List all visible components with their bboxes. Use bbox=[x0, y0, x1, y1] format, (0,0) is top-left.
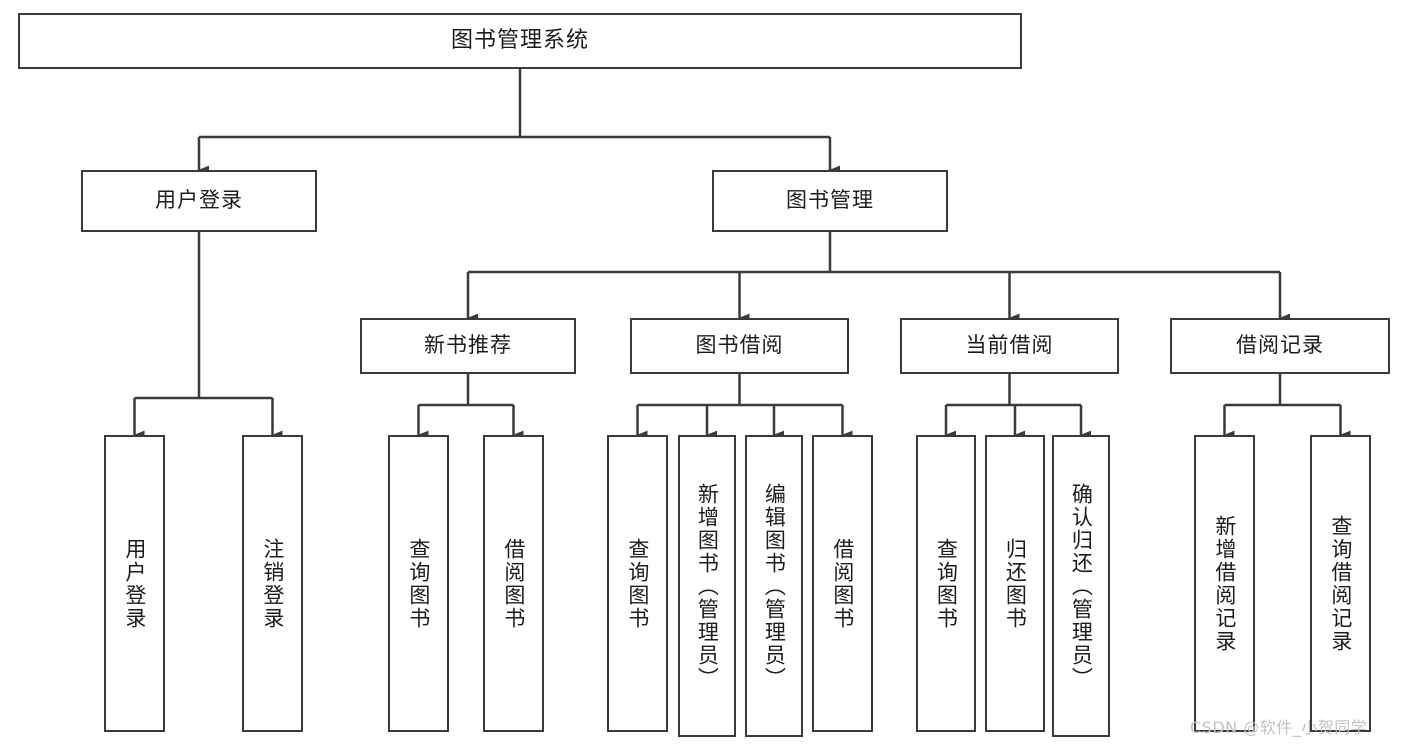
node-leaf-query-book-1[interactable]: 查询图书 bbox=[388, 435, 449, 732]
csdn-watermark: CSDN @软件_小贺同学 bbox=[1190, 718, 1368, 737]
node-label: 借阅图书 bbox=[501, 537, 526, 630]
node-label: 当前借阅 bbox=[965, 333, 1054, 358]
node-label: 查询图书 bbox=[934, 537, 959, 630]
node-label: 查询图书 bbox=[406, 537, 431, 630]
node-leaf-confirm-return-admin[interactable]: 确认归还（管理员） bbox=[1052, 435, 1110, 737]
node-label: 归还图书 bbox=[1003, 537, 1028, 630]
node-leaf-query-book-3[interactable]: 查询图书 bbox=[916, 435, 976, 732]
node-label: 新增图书（管理员） bbox=[695, 482, 720, 690]
node-leaf-add-borrow-record[interactable]: 新增借阅记录 bbox=[1194, 435, 1255, 732]
node-leaf-borrow-book-1[interactable]: 借阅图书 bbox=[483, 435, 544, 732]
node-book-borrow[interactable]: 图书借阅 bbox=[630, 318, 849, 374]
node-book-manage[interactable]: 图书管理 bbox=[712, 170, 948, 232]
node-leaf-return-book[interactable]: 归还图书 bbox=[985, 435, 1045, 732]
node-label: 借阅图书 bbox=[830, 537, 855, 630]
node-label: 图书管理 bbox=[786, 188, 874, 213]
node-borrow-record[interactable]: 借阅记录 bbox=[1170, 318, 1390, 374]
node-leaf-query-borrow-record[interactable]: 查询借阅记录 bbox=[1310, 435, 1371, 732]
node-leaf-borrow-book-2[interactable]: 借阅图书 bbox=[812, 435, 873, 732]
node-user-login[interactable]: 用户登录 bbox=[81, 170, 317, 232]
node-new-book-recommend[interactable]: 新书推荐 bbox=[360, 318, 576, 374]
node-label: 借阅记录 bbox=[1236, 333, 1324, 358]
node-label: 新增借阅记录 bbox=[1212, 514, 1237, 653]
node-leaf-edit-book-admin[interactable]: 编辑图书（管理员） bbox=[745, 435, 803, 737]
node-leaf-logout[interactable]: 注销登录 bbox=[242, 435, 303, 732]
node-label: 用户登录 bbox=[155, 188, 243, 213]
node-leaf-query-book-2[interactable]: 查询图书 bbox=[607, 435, 668, 732]
node-leaf-add-book-admin[interactable]: 新增图书（管理员） bbox=[678, 435, 736, 737]
node-label: 查询图书 bbox=[625, 537, 650, 630]
node-label: 用户登录 bbox=[122, 537, 147, 630]
node-label: 确认归还（管理员） bbox=[1069, 482, 1094, 690]
node-label: 新书推荐 bbox=[424, 333, 512, 358]
node-label: 图书管理系统 bbox=[450, 27, 589, 53]
node-label: 编辑图书（管理员） bbox=[762, 482, 787, 690]
node-label: 图书借阅 bbox=[695, 333, 784, 358]
node-label: 注销登录 bbox=[260, 537, 285, 630]
node-root[interactable]: 图书管理系统 bbox=[18, 13, 1022, 69]
node-leaf-user-login[interactable]: 用户登录 bbox=[104, 435, 165, 732]
node-label: 查询借阅记录 bbox=[1328, 514, 1353, 653]
node-current-borrow[interactable]: 当前借阅 bbox=[900, 318, 1119, 374]
